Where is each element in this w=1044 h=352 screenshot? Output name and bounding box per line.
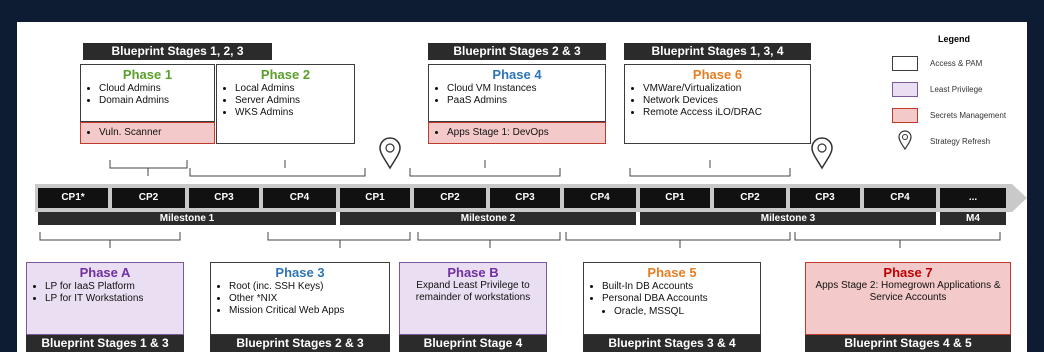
stage-header-bottom-5: Blueprint Stages 4 & 5 [805,335,1011,352]
legend-swatch-access [892,56,918,71]
phase-4-item: PaaS Admins [447,95,605,107]
legend-title: Legend [937,34,970,44]
stage-header-top-left: Blueprint Stages 1, 2, 3 [83,43,272,60]
stage-header-bottom-4: Blueprint Stages 3 & 4 [583,335,761,352]
timeline-cp: CP2 [714,188,786,208]
timeline-cp: CP4 [263,188,336,208]
legend-label: Strategy Refresh [930,137,991,146]
phase-3-item: Mission Critical Web Apps [229,305,389,317]
timeline-cp: CP3 [790,188,860,208]
phase-1-secrets-box: Vuln. Scanner [80,122,215,144]
phase-1-box: Phase 1 Cloud Admins Domain Admins [80,64,215,122]
milestone-bar: Milestone 1 [38,212,336,225]
phase-b-box: Phase B Expand Least Privilege to remain… [399,262,547,335]
phase-3-title: Phase 3 [275,265,325,280]
phase-b-text: Expand Least Privilege to remainder of w… [415,280,531,303]
milestone-bar: Milestone 3 [640,212,936,225]
timeline-cp: CP2 [112,188,185,208]
legend-label: Access & PAM [930,59,983,68]
phase-4-box: Phase 4 Cloud VM Instances PaaS Admins [428,64,606,122]
phase-7-title: Phase 7 [883,265,933,280]
timeline-cp: CP1* [38,188,108,208]
phase-a-item: LP for IaaS Platform [45,281,183,293]
phase-6-box: Phase 6 VMWare/Virtualization Network De… [624,64,811,144]
phase-5-title: Phase 5 [647,265,697,280]
timeline-cp: CP1 [640,188,710,208]
stage-header-top-mid: Blueprint Stages 2 & 3 [428,43,606,60]
timeline-cp: CP3 [189,188,259,208]
phase-4-extra: Apps Stage 1: DevOps [447,127,605,139]
phase-1-item: Domain Admins [99,95,214,107]
timeline-cp: CP4 [564,188,636,208]
legend-swatch-secrets [892,108,918,123]
stage-header-top-right: Blueprint Stages 1, 3, 4 [624,43,811,60]
phase-2-item: WKS Admins [235,107,354,119]
phase-6-item: VMWare/Virtualization [643,83,810,95]
phase-4-secrets-box: Apps Stage 1: DevOps [428,122,606,144]
timeline-cp: CP2 [414,188,486,208]
timeline-cp: CP3 [490,188,560,208]
timeline-cp: CP1 [340,188,410,208]
map-pin-icon [898,130,912,150]
strategy-refresh-markers [379,137,833,170]
phase-3-box: Phase 3 Root (inc. SSH Keys) Other *NIX … [210,262,390,335]
phase-2-title: Phase 2 [260,67,311,82]
milestone-bar: M4 [940,212,1006,225]
timeline-cp: ... [940,188,1006,208]
phase-a-item: LP for IT Workstations [45,293,183,305]
phase-6-item: Network Devices [643,95,810,107]
phase-2-box: Phase 2 Local Admins Server Admins WKS A… [216,64,355,144]
milestone-bar: Milestone 2 [340,212,636,225]
stage-header-bottom-1: Blueprint Stages 1 & 3 [26,335,184,352]
timeline-cp: CP4 [864,188,936,208]
stage-header-bottom-3: Blueprint Stage 4 [399,335,547,352]
phase-1-title: Phase 1 [122,67,173,82]
phase-a-box: Phase A LP for IaaS Platform LP for IT W… [26,262,184,335]
legend: Legend Access & PAM Least Privilege Secr… [884,28,1024,178]
legend-label: Secrets Management [930,111,1007,120]
phase-7-box: Phase 7 Apps Stage 2: Homegrown Applicat… [805,262,1011,335]
phase-4-title: Phase 4 [492,67,542,82]
phase-3-item: Root (inc. SSH Keys) [229,281,389,293]
phase-1-item: Cloud Admins [99,83,214,95]
phase-a-title: Phase A [79,265,131,280]
phase-6-item: Remote Access iLO/DRAC [643,107,810,119]
legend-swatch-least-privilege [892,82,918,97]
legend-label: Least Privilege [930,85,983,94]
phase-b-title: Phase B [447,265,499,280]
phase-7-text: Apps Stage 2: Homegrown Applications & S… [815,280,1001,303]
stage-header-bottom-2: Blueprint Stages 2 & 3 [210,335,390,352]
phase-1-extra: Vuln. Scanner [99,127,214,139]
phase-2-item: Local Admins [235,83,354,95]
phase-5-item: Built-In DB Accounts [602,281,760,293]
phase-3-item: Other *NIX [229,293,389,305]
phase-5-box: Phase 5 Built-In DB Accounts Personal DB… [583,262,761,335]
phase-5-subitem: Oracle, MSSQL [614,306,760,318]
title-strip [0,0,1044,22]
phase-2-item: Server Admins [235,95,354,107]
phase-6-title: Phase 6 [692,67,743,82]
phase-4-item: Cloud VM Instances [447,83,605,95]
phase-5-item: Personal DBA Accounts [602,293,760,305]
